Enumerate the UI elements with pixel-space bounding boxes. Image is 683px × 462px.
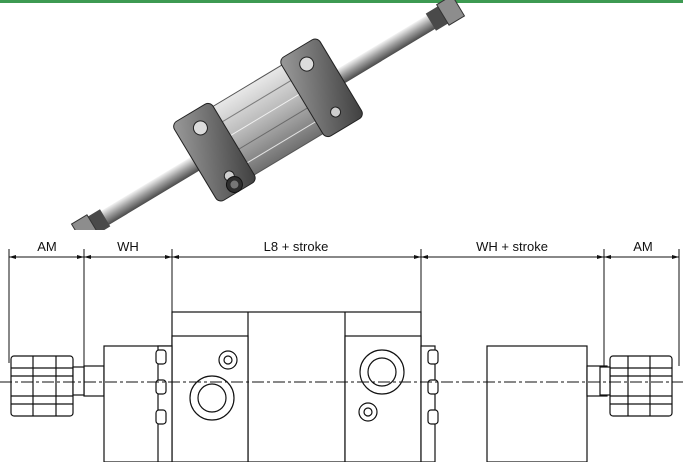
dim-label-am-left: AM xyxy=(37,239,57,254)
dim-label-wh-stroke: WH + stroke xyxy=(476,239,548,254)
screw-right xyxy=(358,402,378,422)
cylinder-photo xyxy=(70,0,466,230)
accent-bar xyxy=(0,0,683,3)
dim-label-l8-stroke: L8 + stroke xyxy=(264,239,329,254)
cylinder-outline xyxy=(10,311,673,462)
dim-label-wh: WH xyxy=(117,239,139,254)
dim-label-am-right: AM xyxy=(633,239,653,254)
piston-rod-right xyxy=(315,12,440,96)
screw-left xyxy=(218,350,238,370)
port-right xyxy=(359,349,405,395)
port-left xyxy=(189,375,235,421)
piston-rod-left xyxy=(96,144,221,228)
